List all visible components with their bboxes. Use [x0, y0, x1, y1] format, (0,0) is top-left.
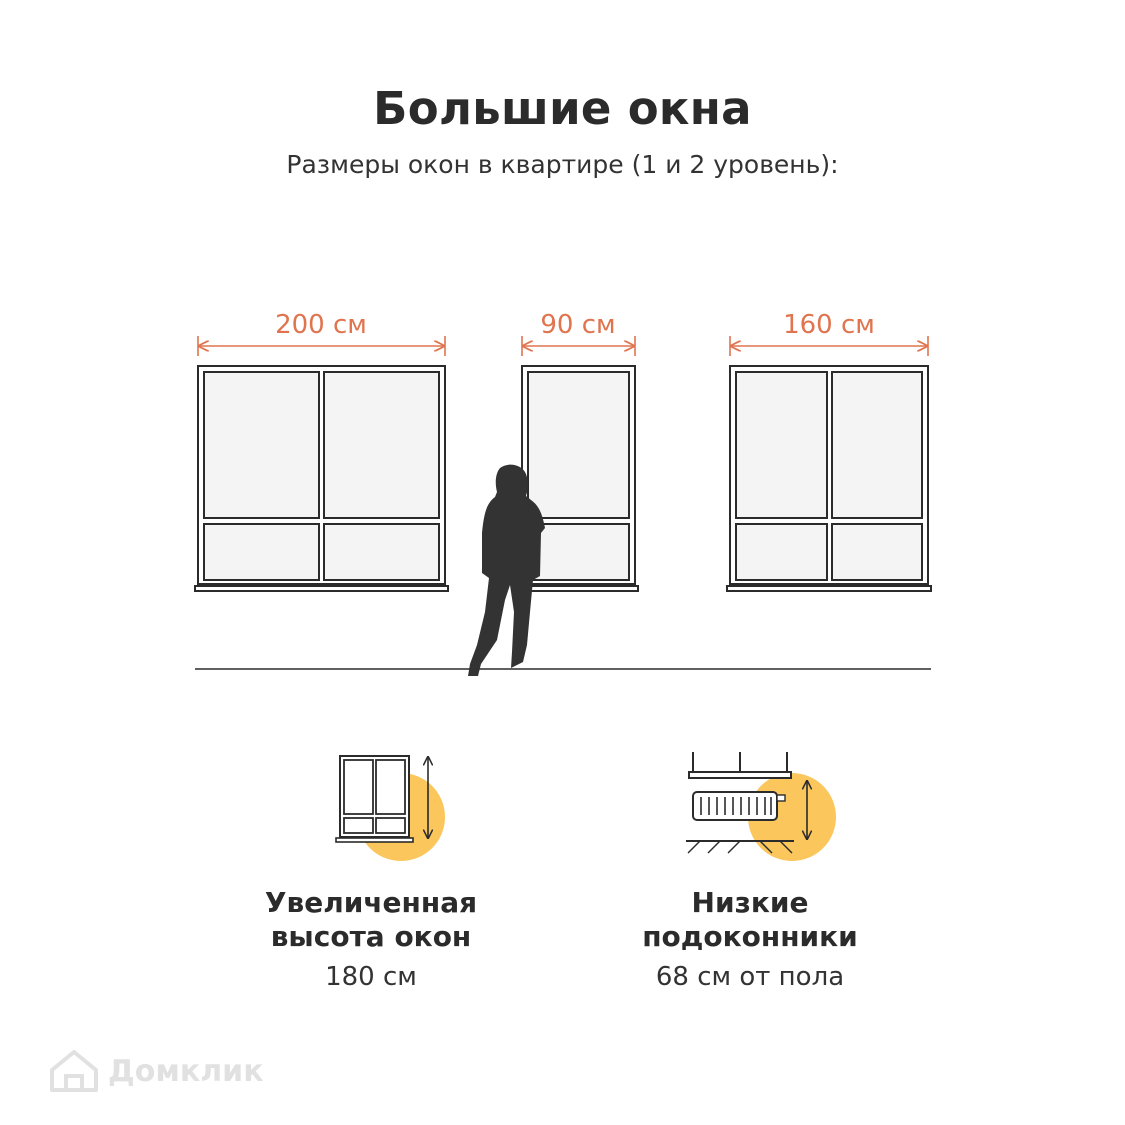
window-90	[518, 365, 639, 592]
house-logo-icon	[50, 1050, 98, 1092]
feature-value-low-sills: 68 см от пола	[655, 962, 845, 992]
watermark-text: Домклик	[108, 1053, 264, 1089]
window-width-label-90: 90 см	[540, 310, 616, 340]
window-160	[726, 365, 932, 592]
feature-value-window-height: 180 см	[325, 962, 417, 992]
domclick-watermark: Домклик	[48, 1048, 264, 1094]
window-width-label-160: 160 см	[783, 310, 875, 340]
window-200	[194, 365, 449, 592]
dimension-line-90	[521, 336, 636, 356]
page-subtitle: Размеры окон в квартире (1 и 2 уровень):	[286, 150, 839, 179]
feature-title-window-height: Увеличенная высота окон	[264, 886, 478, 953]
dimension-line-160	[729, 336, 929, 356]
window-width-label-200: 200 см	[275, 310, 367, 340]
low-sill-radiator-icon	[686, 752, 836, 861]
page-title: Большие окна	[373, 82, 752, 135]
tall-window-icon	[335, 755, 445, 861]
person-silhouette-icon	[468, 464, 545, 676]
dimension-line-200	[197, 336, 446, 356]
feature-title-low-sills: Низкие подоконники	[642, 886, 858, 953]
